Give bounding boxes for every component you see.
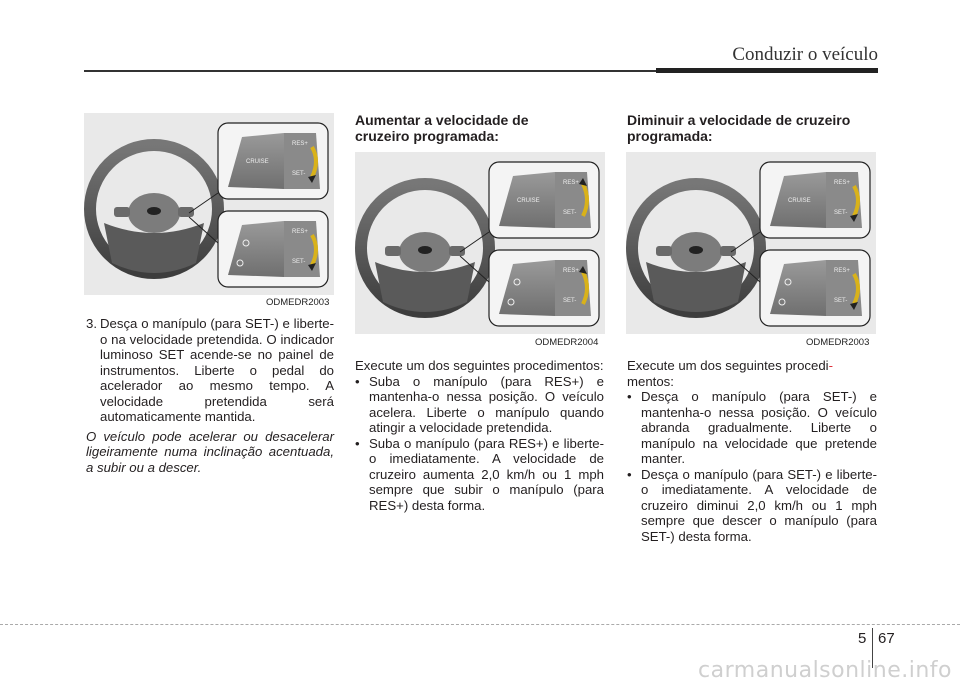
res-label: RES+ xyxy=(292,229,308,235)
cruise-label: CRUISE xyxy=(517,198,540,204)
intro-part: Execute um dos seguintes procedi xyxy=(627,358,829,373)
column-2-text: Execute um dos seguintes procedimentos: … xyxy=(355,358,604,513)
intro-text: Execute um dos seguintes procedi- mentos… xyxy=(627,358,877,389)
steering-wheel-illustration xyxy=(84,139,224,279)
page-header-title: Conduzir o veículo xyxy=(732,44,878,65)
bullet-item: • Desça o manípulo (para SET-) e liberte… xyxy=(627,467,877,545)
figure-code-1: ODMEDR2003 xyxy=(266,297,330,308)
switch-detail-panel-bottom: RES+ SET- xyxy=(488,249,600,327)
set-label: SET- xyxy=(292,259,305,265)
note-text: O veículo pode acelerar ou desacelerar l… xyxy=(86,428,334,475)
res-label: RES+ xyxy=(563,268,579,274)
set-label: SET- xyxy=(563,298,576,304)
bullet-item: • Suba o manípulo (para RES+) e mantenha… xyxy=(355,374,604,436)
set-label: SET- xyxy=(834,210,847,216)
header-rule-accent xyxy=(656,68,878,73)
steering-wheel-illustration xyxy=(355,178,495,318)
step-text: Desça o manípulo (para SET-) e liberte-o… xyxy=(100,316,334,424)
heading-line: cruzeiro programada: xyxy=(355,128,499,144)
watermark: carmanualsonline.info xyxy=(698,658,952,683)
heading-line: Diminuir a velocidade de cruzeiro xyxy=(627,112,851,128)
figure-code-3: ODMEDR2003 xyxy=(806,337,870,348)
step-3: 3. Desça o manípulo (para SET-) e libert… xyxy=(86,316,334,425)
res-label: RES+ xyxy=(292,141,308,147)
res-label: RES+ xyxy=(563,180,579,186)
switch-detail-panel-top: CRUISE RES+ SET- xyxy=(217,122,329,200)
switch-detail-panel-top: CRUISE RES+ SET- xyxy=(759,161,871,239)
footer-dashed-rule xyxy=(0,624,960,625)
steering-wheel-illustration xyxy=(626,178,766,318)
figure-code-2: ODMEDR2004 xyxy=(535,337,599,348)
bullet-icon: • xyxy=(627,466,632,482)
bullet-icon: • xyxy=(355,435,360,451)
column-1-text: 3. Desça o manípulo (para SET-) e libert… xyxy=(86,316,334,475)
bullet-text: Suba o manípulo (para RES+) e liberte-o … xyxy=(369,435,604,513)
section-heading-decrease: Diminuir a velocidade de cruzeiro progra… xyxy=(627,112,877,144)
step-number: 3. xyxy=(86,316,97,331)
res-label: RES+ xyxy=(834,180,850,186)
set-label: SET- xyxy=(563,210,576,216)
heading-line: Aumentar a velocidade de xyxy=(355,112,529,128)
set-label: SET- xyxy=(292,171,305,177)
switch-detail-panel-bottom: RES+ SET- xyxy=(759,249,871,327)
heading-line: programada: xyxy=(627,128,713,144)
steering-wheel-figure-1: CRUISE RES+ SET- RES+ SET- xyxy=(84,113,334,295)
hyphen-mark: - xyxy=(828,358,833,373)
switch-detail-panel-bottom: RES+ SET- xyxy=(217,210,329,288)
section-heading-increase: Aumentar a velocidade de cruzeiro progra… xyxy=(355,112,605,144)
steering-wheel-figure-2: CRUISE RES+ SET- RES+ SET- xyxy=(355,152,605,334)
steering-wheel-figure-3: CRUISE RES+ SET- RES+ SET- xyxy=(626,152,876,334)
intro-part: mentos: xyxy=(627,373,674,389)
bullet-text: Suba o manípulo (para RES+) e mantenha-o… xyxy=(369,373,604,436)
bullet-icon: • xyxy=(627,389,632,404)
page-number: 67 xyxy=(878,630,895,647)
res-label: RES+ xyxy=(834,268,850,274)
set-label: SET- xyxy=(834,298,847,304)
column-3-text: Execute um dos seguintes procedi- mentos… xyxy=(627,358,877,544)
intro-text: Execute um dos seguintes procedimentos: xyxy=(355,358,604,373)
cruise-label: CRUISE xyxy=(788,198,811,204)
bullet-icon: • xyxy=(355,373,360,389)
header-rule xyxy=(84,70,878,72)
bullet-item: • Desça o manípulo (para SET-) e mantenh… xyxy=(627,389,877,467)
bullet-text: Desça o manípulo (para SET-) e liberte-o… xyxy=(641,466,877,544)
cruise-label: CRUISE xyxy=(246,159,269,165)
switch-detail-panel-top: CRUISE RES+ SET- xyxy=(488,161,600,239)
bullet-text: Desça o manípulo (para SET-) e mantenha-… xyxy=(641,389,877,466)
chapter-number: 5 xyxy=(858,630,867,647)
footer-separator xyxy=(872,628,873,668)
bullet-item: • Suba o manípulo (para RES+) e liberte-… xyxy=(355,436,604,514)
